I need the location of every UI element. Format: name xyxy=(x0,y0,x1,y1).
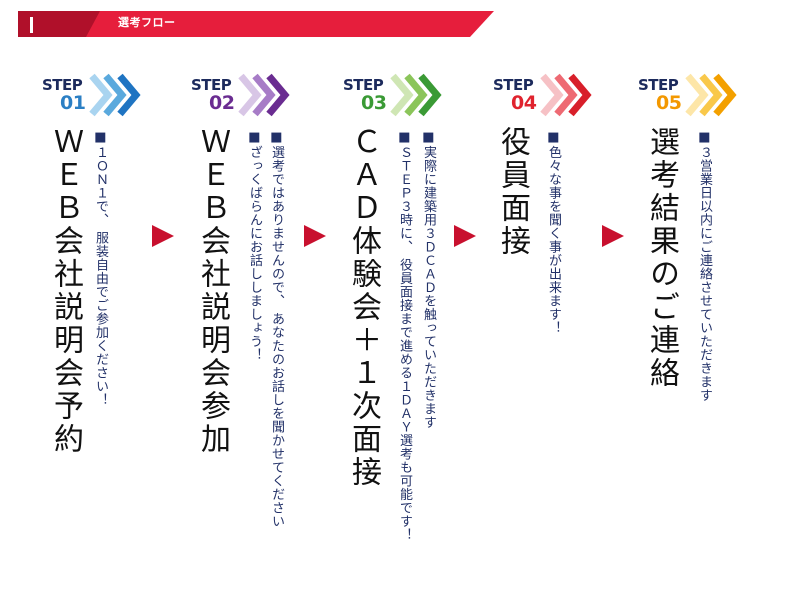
step-05-title: 選考結果のご連絡 xyxy=(644,126,679,390)
step-01-title: ＷＥＢ会社説明会予約 xyxy=(48,126,83,456)
next-arrow-icon xyxy=(152,225,174,247)
banner-mark xyxy=(30,17,33,33)
chevron-arrows-icon xyxy=(390,73,442,117)
chevron-arrows-icon xyxy=(540,73,592,117)
step-03-note-2: ■ＳＴＥＰ３時に、 役員面接まで進める１ＤＡＹ選考も可能です！ xyxy=(396,130,412,542)
step-05-note: ■３営業日以内にご連絡させていただきます xyxy=(696,130,712,402)
step-04-title: 役員面接 xyxy=(495,126,530,258)
chevron-arrows-icon xyxy=(238,73,290,117)
next-arrow-icon xyxy=(304,225,326,247)
step-number: 02 xyxy=(209,92,235,114)
step-number: 04 xyxy=(511,92,537,114)
step-02-title: ＷＥＢ会社説明会参加 xyxy=(195,126,230,456)
step-label: STEP xyxy=(343,76,384,94)
step-number: 01 xyxy=(60,92,86,114)
next-arrow-icon xyxy=(602,225,624,247)
chevron-arrows-icon xyxy=(89,73,141,117)
next-arrow-icon xyxy=(454,225,476,247)
step-number: 03 xyxy=(361,92,387,114)
banner-graphic xyxy=(18,11,494,37)
step-label: STEP xyxy=(638,76,679,94)
step-label: STEP xyxy=(493,76,534,94)
chevron-arrows-icon xyxy=(685,73,737,117)
step-02-note-2: ■ざっくばらんにお話ししましょう！ xyxy=(246,130,262,362)
step-01-note: ■１ＯＮ１で、 服装自由でご参加ください！ xyxy=(92,130,108,407)
step-02-note-1: ■選考ではありませんので、 あなたのお話しを聞かせてください xyxy=(268,130,284,529)
step-03-note-1: ■実際に建築用３ＤＣＡＤを触っていただきます xyxy=(420,130,436,429)
step-03-title: ＣＡＤ体験会＋１次面接 xyxy=(346,126,381,489)
page-title: 選考フロー xyxy=(118,16,176,29)
step-04-note: ■色々な事を聞く事が出来ます！ xyxy=(545,130,561,335)
step-number: 05 xyxy=(656,92,682,114)
step-label: STEP xyxy=(42,76,83,94)
step-label: STEP xyxy=(191,76,232,94)
